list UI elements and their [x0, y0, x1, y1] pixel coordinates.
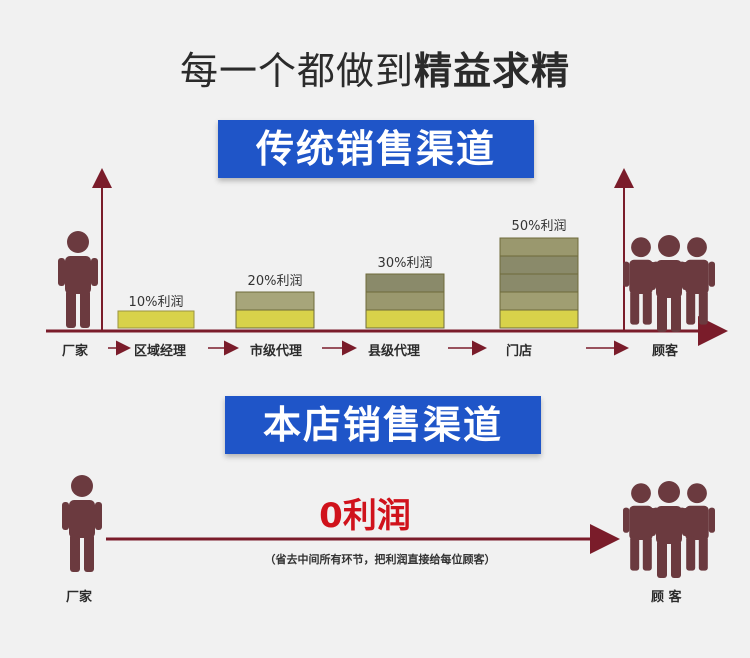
factory-person-icon: [58, 231, 98, 328]
headline-bold: 精益求精: [414, 49, 571, 93]
coin-stack-10: [117, 310, 195, 329]
customers-group-icon-bottom: [623, 481, 715, 578]
stage-label-regional-manager: 区域经理: [134, 344, 187, 359]
stage-label-store: 门店: [506, 344, 533, 359]
stage-label-city-agent: 市级代理: [250, 344, 303, 359]
bottom-factory-label: 厂家: [66, 590, 93, 605]
bottom-customer-label: 顾 客: [651, 590, 682, 605]
profit-label-10: 10%利润: [128, 295, 184, 310]
customers-group-icon: [623, 235, 715, 332]
stage-label-customer: 顾客: [652, 344, 679, 359]
coin-stack-30: [365, 273, 445, 329]
headline-normal: 每一个都做到: [179, 49, 414, 93]
store-channel-note: （省去中间所有环节，把利润直接给每位顾客）: [264, 553, 496, 566]
coin-stack-20: [235, 291, 315, 329]
profit-label-50: 50%利润: [511, 219, 567, 234]
stage-label-county-agent: 县级代理: [368, 344, 421, 359]
factory-person-icon-bottom: [62, 475, 102, 572]
profit-label-30: 30%利润: [377, 256, 433, 271]
zero-profit-text: 0利润: [319, 496, 411, 536]
headline: 每一个都做到精益求精: [0, 40, 750, 95]
coin-stack-50: [499, 237, 579, 329]
store-channel-banner: 本店销售渠道: [225, 396, 541, 454]
profit-label-20: 20%利润: [247, 274, 303, 289]
stage-label-factory: 厂家: [62, 344, 89, 359]
traditional-channel-banner: 传统销售渠道: [218, 120, 534, 178]
